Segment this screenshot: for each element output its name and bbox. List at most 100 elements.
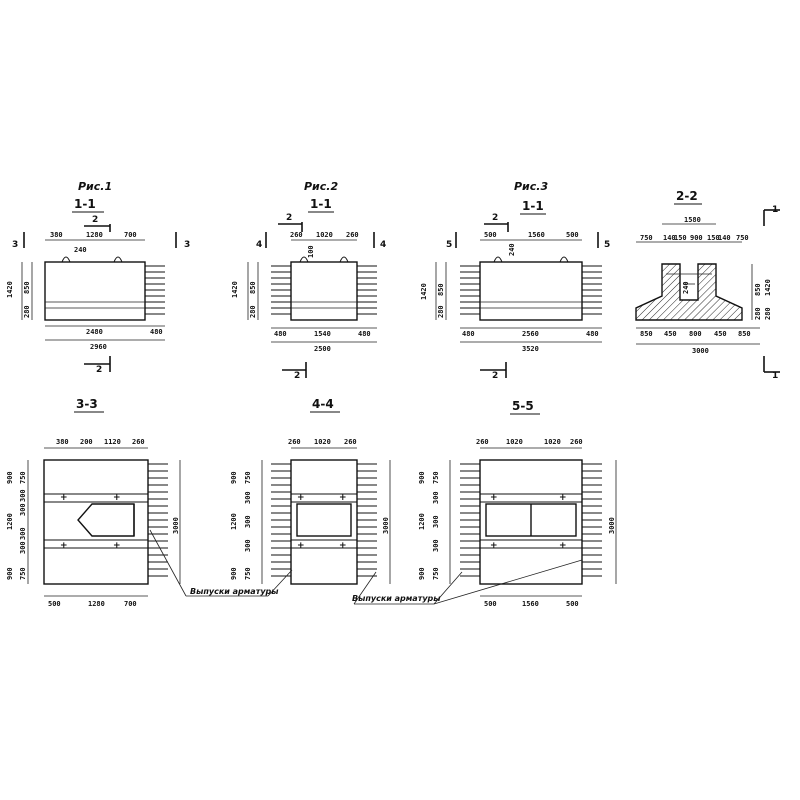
dim-label: 150 [707,234,720,242]
rebar-outlets-left [271,265,291,315]
rebar-outlets-left [271,463,291,577]
lifting-loop [493,256,503,263]
dim-label: 850 [437,283,445,296]
plan-outline [43,459,149,585]
dim-label: 750 [736,234,749,242]
dim-label: 380 [50,231,63,239]
dim-label: 300 [244,515,252,528]
dim-label: 480 [586,330,599,338]
dim-label: 900 [6,471,14,484]
dim-label: 300 [244,491,252,504]
dim-label: 900 [230,471,238,484]
cut-mark-label: 2 [492,371,498,381]
plus-mark: + [113,541,121,551]
dim-label: 260 [476,438,489,446]
dim-label: 850 [738,330,751,338]
plus-mark: + [339,541,347,551]
figure-1: Рис.1 1-1 380 1280 700 240 2480 480 2960 [6,180,190,375]
dim-label: 300 [19,503,27,516]
cut-mark-label: 4 [256,240,262,250]
rebar-outlets-right [582,265,602,315]
plan-5-5-label: 5-5 [512,399,534,413]
dim-label: 850 [640,330,653,338]
dim-label: 260 [132,438,145,446]
dim-label: 500 [484,231,497,239]
dim-label: 240 [682,281,690,294]
dim-label: 500 [484,600,497,608]
dim-label: 3520 [522,345,539,353]
dim-label: 300 [432,539,440,552]
rebar-outlets [145,265,165,315]
section-2-2: 2-2 1580 750 140 150 900 150 140 750 240… [635,189,780,381]
figure-3-section-label: 1-1 [522,199,544,213]
dim-label: 850 [23,281,31,294]
leader-line [267,569,293,597]
dim-label: 260 [344,438,357,446]
dim-label: 260 [570,438,583,446]
dim-label: 300 [244,539,252,552]
dim-label: 1200 [418,513,426,530]
dim-label: 380 [56,438,69,446]
rebar-outlets-right [357,265,377,315]
dim-label: 480 [150,328,163,336]
dim-label: 450 [664,330,677,338]
dim-label: 3000 [382,517,390,534]
figure-2-title: Рис.2 [304,180,338,193]
lifting-loop [559,256,569,263]
dim-label: 280 [764,307,772,320]
dim-label: 900 [230,567,238,580]
dim-label: 300 [19,541,27,554]
plus-mark: + [113,493,121,503]
rebar-outlets-note: Выпуски арматуры [352,594,441,603]
dim-label: 750 [244,471,252,484]
plus-mark: + [490,493,498,503]
dim-label: 2480 [86,328,103,336]
plus-mark: + [559,541,567,551]
dim-label: 260 [346,231,359,239]
cut-mark-label: 3 [12,240,18,250]
dim-label: 3000 [172,517,180,534]
dim-label: 900 [418,567,426,580]
dim-label: 280 [437,305,445,318]
dim-label: 1420 [764,279,772,296]
section-2-2-label: 2-2 [676,189,698,203]
plan-4-4-label: 4-4 [312,397,334,411]
leader-notes: Выпуски арматуры Выпуски арматуры [149,529,583,605]
hatched-section-profile [635,263,743,321]
cut-mark-label: 5 [446,240,452,250]
dim-label: 1020 [316,231,333,239]
dim-label: 300 [19,527,27,540]
dim-label: 500 [566,231,579,239]
plan-outline [479,459,583,585]
dim-label: 700 [124,600,137,608]
cut-mark-label: 3 [184,240,190,250]
dim-label: 850 [754,283,762,296]
block-outline [290,261,358,321]
dim-label: 750 [244,567,252,580]
plus-mark: + [297,541,305,551]
dim-label: 280 [23,305,31,318]
dim-label: 750 [19,471,27,484]
cut-mark-label: 2 [492,213,498,223]
dim-label: 1200 [230,513,238,530]
dim-label: 750 [19,567,27,580]
dim-label: 450 [714,330,727,338]
figure-1-title: Рис.1 [78,180,112,193]
dim-label: 1560 [528,231,545,239]
dim-label: 480 [358,330,371,338]
dim-label: 750 [640,234,653,242]
rebar-outlets-right [357,463,377,577]
dim-label: 800 [689,330,702,338]
dim-label: 300 [19,489,27,502]
dim-label: 1420 [6,281,14,298]
dim-label: 260 [288,438,301,446]
plus-mark: + [60,493,68,503]
plus-mark: + [297,493,305,503]
lifting-loop [61,256,71,263]
leader-line [433,571,463,605]
leader-line [433,559,583,605]
dim-label: 200 [80,438,93,446]
dim-label: 1020 [544,438,561,446]
dim-label: 900 [418,471,426,484]
cut-mark-label: 4 [380,240,386,250]
